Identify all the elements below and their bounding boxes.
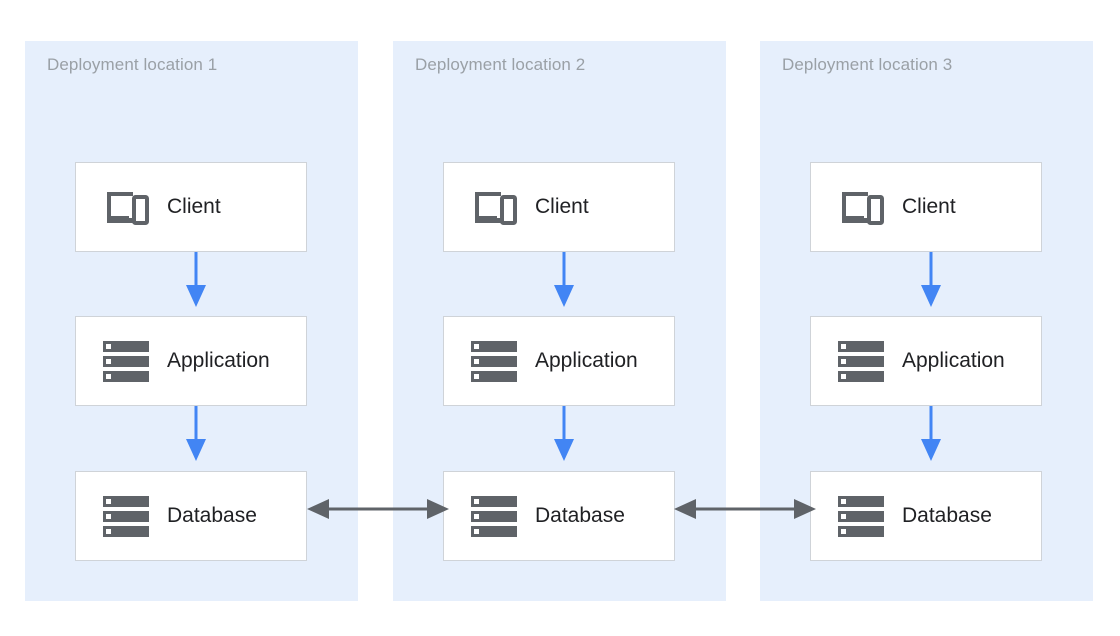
node-application-zone-2[interactable]: Application	[443, 316, 675, 406]
node-application-zone-1[interactable]: Application	[75, 316, 307, 406]
server-stack-icon	[471, 493, 517, 539]
node-database-zone-1[interactable]: Database	[75, 471, 307, 561]
node-label: Application	[167, 349, 270, 372]
deployment-zone-3: Deployment location 3 Client	[760, 41, 1093, 601]
connector-database-zone2-zone3	[674, 496, 816, 522]
node-application-zone-3[interactable]: Application	[810, 316, 1042, 406]
node-label: Application	[902, 349, 1005, 372]
node-label: Application	[535, 349, 638, 372]
connector-database-zone1-zone2	[307, 496, 449, 522]
connector-application-to-database-zone-1	[183, 406, 209, 461]
node-database-zone-3[interactable]: Database	[810, 471, 1042, 561]
server-stack-icon	[103, 338, 149, 384]
zone-title-3: Deployment location 3	[782, 55, 953, 74]
node-label: Client	[902, 195, 956, 218]
server-stack-icon	[838, 493, 884, 539]
node-client-zone-3[interactable]: Client	[810, 162, 1042, 252]
connector-application-to-database-zone-2	[551, 406, 577, 461]
server-stack-icon	[471, 338, 517, 384]
client-devices-icon	[471, 184, 517, 230]
node-database-zone-2[interactable]: Database	[443, 471, 675, 561]
server-stack-icon	[838, 338, 884, 384]
node-client-zone-1[interactable]: Client	[75, 162, 307, 252]
zone-title-1: Deployment location 1	[47, 55, 218, 74]
connector-client-to-application-zone-2	[551, 252, 577, 307]
client-devices-icon	[103, 184, 149, 230]
node-label: Database	[535, 504, 625, 527]
client-devices-icon	[838, 184, 884, 230]
zone-title-2: Deployment location 2	[415, 55, 586, 74]
connector-application-to-database-zone-3	[918, 406, 944, 461]
connector-client-to-application-zone-1	[183, 252, 209, 307]
deployment-zone-1: Deployment location 1 Client	[25, 41, 358, 601]
server-stack-icon	[103, 493, 149, 539]
deployment-zone-2: Deployment location 2 Client	[393, 41, 726, 601]
node-label: Client	[167, 195, 221, 218]
node-label: Client	[535, 195, 589, 218]
node-label: Database	[902, 504, 992, 527]
node-client-zone-2[interactable]: Client	[443, 162, 675, 252]
node-label: Database	[167, 504, 257, 527]
connector-client-to-application-zone-3	[918, 252, 944, 307]
